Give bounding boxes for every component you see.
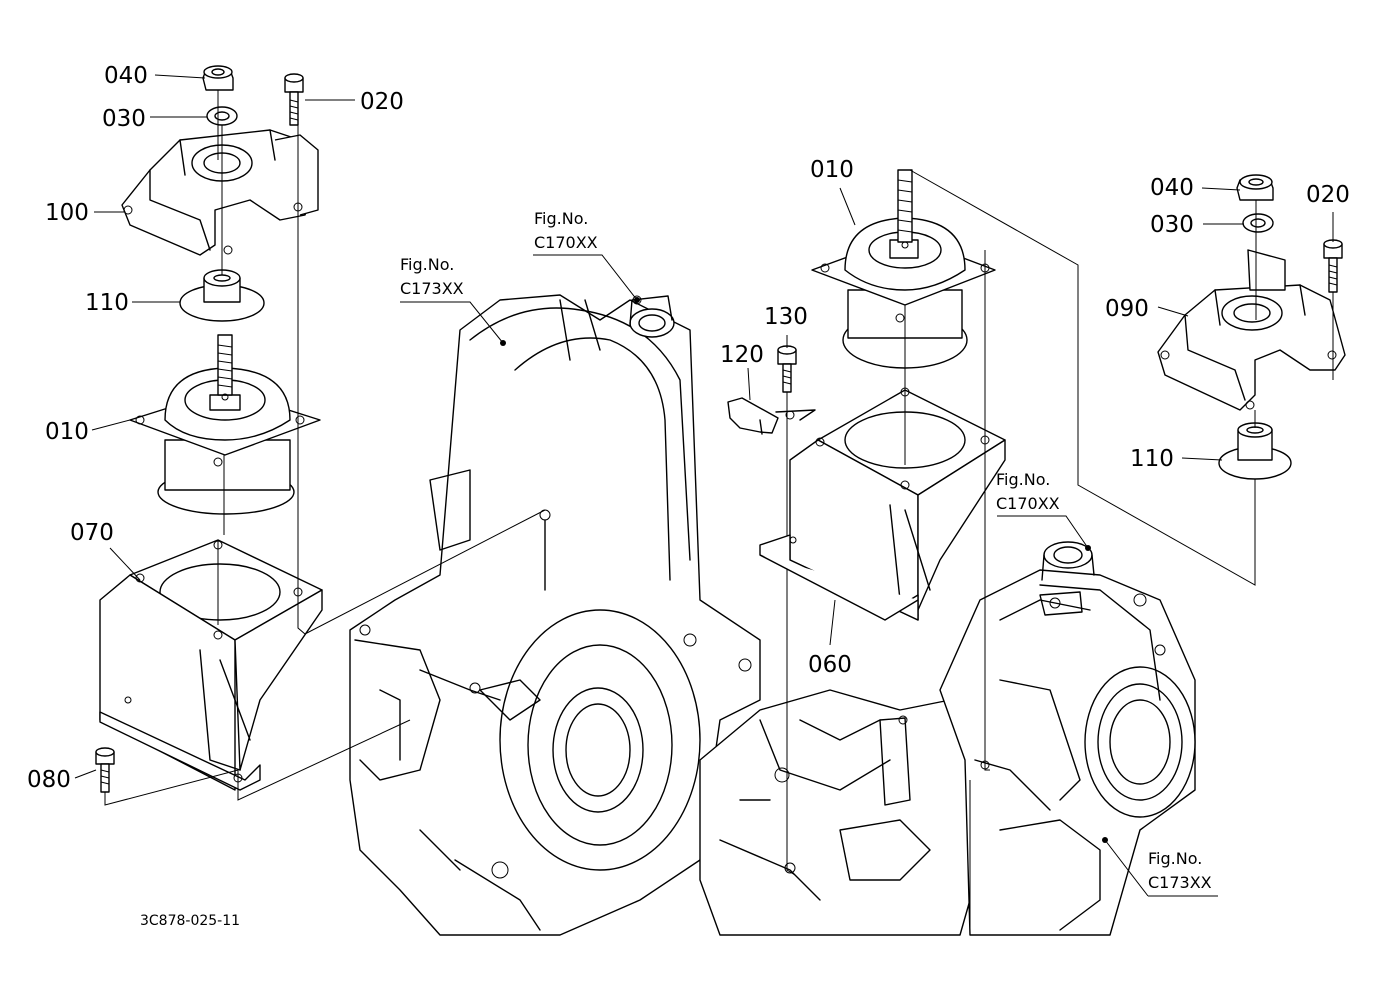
label-040-left[interactable]: 040 (104, 63, 148, 89)
transmission-case-center (699, 689, 976, 936)
label-010-right[interactable]: 010 (810, 157, 854, 183)
bracket-090 (1157, 249, 1346, 411)
label-020-right[interactable]: 020 (1306, 182, 1350, 208)
label-110-left[interactable]: 110 (85, 290, 129, 316)
collar-110-left (179, 269, 265, 322)
label-020-left[interactable]: 020 (360, 89, 404, 115)
label-070[interactable]: 070 (70, 520, 114, 546)
label-130[interactable]: 130 (764, 304, 808, 330)
label-110-right[interactable]: 110 (1130, 446, 1174, 472)
label-080[interactable]: 080 (27, 767, 71, 793)
label-030-right[interactable]: 030 (1150, 212, 1194, 238)
ref-fig-code-1[interactable]: C173XX (400, 279, 464, 298)
collar-110-right (1218, 422, 1292, 480)
leader-dots (500, 297, 1108, 843)
ref-fig-label-2: Fig.No. (534, 209, 588, 228)
stand-070 (99, 539, 323, 791)
nut-040-right (1236, 174, 1274, 201)
nut-040-left (202, 65, 234, 91)
ref-fig-code-2[interactable]: C170XX (534, 233, 598, 252)
plate-120 (727, 397, 816, 435)
assembly-lines-far-right (1254, 200, 1334, 428)
bracket-100 (121, 129, 319, 256)
bolt-020-right (1323, 239, 1343, 293)
figure-references: Fig.No. C173XX Fig.No. C170XX Fig.No. C1… (400, 209, 1212, 892)
bolt-080 (95, 747, 115, 793)
rubber-mount-010-right (811, 169, 996, 369)
bolt-020-left (284, 73, 304, 126)
label-120[interactable]: 120 (720, 342, 764, 368)
label-060[interactable]: 060 (808, 652, 852, 678)
ref-fig-code-3[interactable]: C170XX (996, 494, 1060, 513)
rubber-mount-010-left (129, 334, 321, 515)
transmission-case-left (349, 294, 761, 936)
part-labels: 040 030 020 100 110 010 070 080 120 130 … (27, 63, 1350, 793)
label-010-left[interactable]: 010 (45, 419, 89, 445)
transmission-case-right (939, 541, 1196, 936)
stand-060 (759, 387, 1006, 621)
assembly-lines-left (104, 90, 546, 806)
leader-lines (74, 74, 1334, 897)
ref-fig-code-4[interactable]: C173XX (1148, 873, 1212, 892)
ref-fig-label-3: Fig.No. (996, 470, 1050, 489)
drawing-code: 3C878-025-11 (140, 913, 240, 929)
washer-030-right (1242, 213, 1274, 233)
label-090[interactable]: 090 (1105, 296, 1149, 322)
label-040-right[interactable]: 040 (1150, 175, 1194, 201)
label-030-left[interactable]: 030 (102, 106, 146, 132)
ref-fig-label-1: Fig.No. (400, 255, 454, 274)
label-100[interactable]: 100 (45, 200, 89, 226)
ref-fig-label-4: Fig.No. (1148, 849, 1202, 868)
washer-030-left (206, 106, 238, 126)
assembly-lines-right (904, 169, 1256, 935)
